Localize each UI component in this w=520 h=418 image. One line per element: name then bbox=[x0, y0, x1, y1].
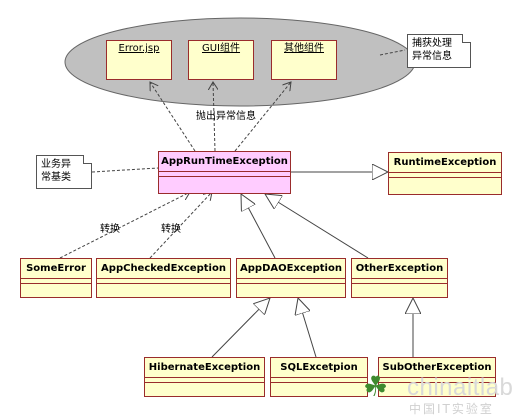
note-connector-base bbox=[91, 167, 159, 173]
class-app-checked-exception[interactable]: AppCheckedException bbox=[96, 258, 231, 298]
component-error-jsp-label: Error.jsp bbox=[118, 43, 160, 54]
attributes-compartment bbox=[145, 378, 264, 383]
component-gui-label: GUI组件 bbox=[201, 43, 241, 54]
class-app-checked-exception-name: AppCheckedException bbox=[97, 259, 230, 279]
note-connector-catch bbox=[379, 49, 406, 56]
attributes-compartment bbox=[97, 279, 230, 284]
class-runtime-exception-name: RuntimeException bbox=[389, 153, 501, 173]
label-throw-info: 抛出异常信息 bbox=[196, 111, 256, 122]
component-other[interactable]: 其他组件 bbox=[271, 40, 337, 80]
dependency-to-gui bbox=[213, 82, 215, 152]
component-gui[interactable]: GUI组件 bbox=[188, 40, 254, 80]
generalization-hibernate bbox=[211, 298, 270, 358]
class-hibernate-exception[interactable]: HibernateException bbox=[144, 357, 265, 397]
watermark-brand: chinaitlab bbox=[407, 374, 514, 401]
note-business-base: 业务异 常基类 bbox=[36, 155, 92, 189]
attributes-compartment bbox=[379, 378, 495, 383]
class-app-dao-exception[interactable]: AppDAOException bbox=[236, 258, 346, 298]
attributes-compartment bbox=[271, 378, 367, 383]
watermark: ☘ chinaitlab 中国IT实验室 bbox=[363, 368, 518, 416]
dependency-to-error-jsp bbox=[150, 82, 196, 152]
watermark-logo-icon: ☘ bbox=[363, 370, 389, 403]
attributes-compartment bbox=[159, 172, 290, 177]
class-runtime-exception[interactable]: RuntimeException bbox=[388, 152, 502, 195]
class-sql-exception[interactable]: SQLExcetpion bbox=[270, 357, 368, 397]
attributes-compartment bbox=[21, 279, 91, 284]
component-other-label: 其他组件 bbox=[284, 43, 324, 54]
attributes-compartment bbox=[237, 279, 345, 284]
generalization-appdao bbox=[241, 194, 276, 259]
class-some-error[interactable]: SomeError bbox=[20, 258, 92, 298]
class-app-runtime-exception-name: AppRunTimeException bbox=[159, 152, 290, 172]
class-hibernate-exception-name: HibernateException bbox=[145, 358, 264, 378]
class-other-exception-name: OtherException bbox=[352, 259, 447, 279]
label-convert-1: 转换 bbox=[100, 224, 120, 235]
convert-someerror bbox=[59, 192, 190, 259]
generalization-sql bbox=[298, 298, 317, 358]
class-other-exception[interactable]: OtherException bbox=[351, 258, 448, 298]
attributes-compartment bbox=[389, 173, 501, 178]
class-app-dao-exception-name: AppDAOException bbox=[237, 259, 345, 279]
class-app-runtime-exception[interactable]: AppRunTimeException bbox=[158, 151, 291, 194]
class-sql-exception-name: SQLExcetpion bbox=[271, 358, 367, 378]
generalization-other bbox=[265, 194, 369, 259]
watermark-subtitle: 中国IT实验室 bbox=[409, 402, 494, 416]
component-error-jsp[interactable]: Error.jsp bbox=[106, 40, 172, 80]
class-sub-other-exception[interactable]: SubOtherException bbox=[378, 357, 496, 397]
attributes-compartment bbox=[352, 279, 447, 284]
label-convert-2: 转换 bbox=[161, 224, 181, 235]
class-sub-other-exception-name: SubOtherException bbox=[379, 358, 495, 378]
class-some-error-name: SomeError bbox=[21, 259, 91, 279]
note-catch-handle: 捕获处理 异常信息 bbox=[407, 34, 471, 68]
convert-appchecked bbox=[149, 192, 212, 259]
